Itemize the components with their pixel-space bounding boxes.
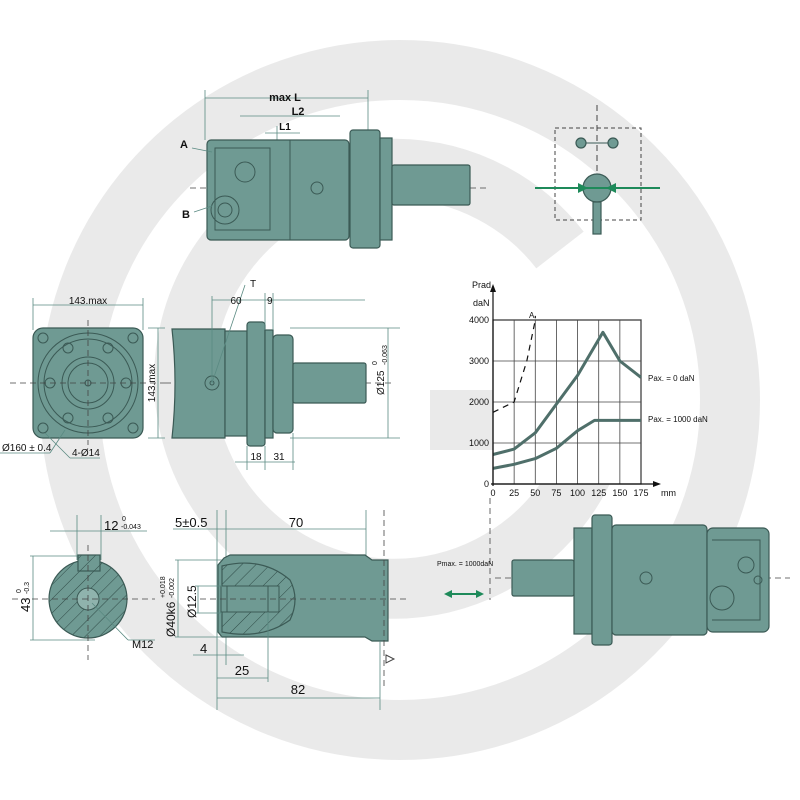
shaft-cross-section: 12 0 -0.043 43 0 -0.3 M12 (12, 515, 155, 660)
load-arrow-left-icon (444, 590, 452, 598)
y-tick-label: 1000 (469, 438, 489, 448)
dim-pilot-tol-upper: 0 (372, 361, 379, 365)
dim-bolt-circle: Ø160 ± 0.4 (2, 443, 52, 454)
dim-key-tol-upper: 0 (122, 516, 126, 523)
front-flange-view: 143.max 143.max Ø160 ± 0.4 4-Ø14 (0, 296, 165, 459)
bottom-motor-view: Pmax. = 1000daN (437, 498, 790, 646)
y-tick-label: 4000 (469, 315, 489, 325)
x-tick-label: 175 (633, 488, 648, 498)
y-axis-unit: daN (473, 298, 490, 308)
dim-shaft-dia: Ø40k6 (164, 601, 178, 637)
dim-holes: 4-Ø14 (72, 448, 100, 459)
radial-load-chart: Prad daN mm 0 25 50 75 100 125 150 175 0 1000 2000… (469, 280, 708, 498)
port-b-label: B (182, 209, 190, 221)
dim-bore: Ø12.5 (185, 585, 199, 618)
dim-height-tol-lower: -0.3 (24, 582, 31, 594)
dim-l2: L2 (292, 106, 305, 118)
y-tick-label: 3000 (469, 356, 489, 366)
dim-9: 9 (267, 296, 273, 307)
shaft-side-view: 5±0.5 70 Ø40k6 +0.018 -0.002 Ø12.5 4 25 … (160, 510, 410, 710)
legend-pax-1000: Pax. = 1000 daN (648, 415, 708, 424)
dim-82: 82 (291, 682, 305, 697)
side-view: T 60 9 18 31 Ø125 0 -0.063 (165, 279, 400, 470)
dim-height-tol-upper: 0 (16, 589, 23, 593)
load-label: Pmax. = 1000daN (437, 561, 493, 568)
y-axis-arrow-icon (490, 284, 496, 292)
dim-dia-tol-lower: -0.002 (169, 578, 176, 598)
x-tick-label: 25 (509, 488, 519, 498)
dim-front-height: 143.max (147, 364, 158, 402)
dim-length-70: 70 (289, 515, 303, 530)
dim-31: 31 (273, 452, 285, 463)
curve-a-label: A (529, 311, 535, 320)
y-tick-label: 2000 (469, 397, 489, 407)
dim-pilot: Ø125 (376, 370, 387, 395)
dim-key-tol-lower: -0.043 (121, 524, 141, 531)
load-arrow-right-icon (476, 590, 484, 598)
dim-front-width: 143.max (69, 296, 107, 307)
port-t-label: T (250, 279, 256, 290)
dim-18: 18 (250, 452, 262, 463)
x-tick-label: 75 (551, 488, 561, 498)
x-axis-unit: mm (661, 488, 676, 498)
dim-pilot-tol-lower: -0.063 (382, 345, 389, 365)
flow-arrow-icon (578, 183, 588, 193)
dim-25: 25 (235, 663, 249, 678)
dim-thread: M12 (132, 639, 153, 651)
dim-dia-tol-upper: +0.018 (160, 576, 167, 598)
hydraulic-symbol (535, 105, 660, 235)
dim-shaft-height: 43 (18, 598, 33, 612)
series-line-2 (492, 315, 536, 413)
top-motor-view: max L L2 L1 A B (180, 90, 490, 249)
y-axis-title: Prad (472, 280, 491, 290)
dim-60: 60 (230, 296, 242, 307)
dim-key-width: 12 (104, 518, 118, 533)
x-tick-label: 150 (612, 488, 627, 498)
x-axis-arrow-icon (653, 481, 661, 487)
dim-offset: 5±0.5 (175, 515, 207, 530)
series-line-0 (492, 330, 642, 456)
dim-max-l: max L (269, 92, 301, 104)
series-line-1 (492, 418, 641, 470)
x-tick-label: 50 (530, 488, 540, 498)
y-tick-label: 0 (484, 479, 489, 489)
dim-4: 4 (200, 641, 207, 656)
legend-pax-0: Pax. = 0 daN (648, 374, 695, 383)
port-a-label: A (180, 139, 188, 151)
dim-l1: L1 (279, 122, 291, 133)
x-tick-label: 125 (591, 488, 606, 498)
flow-arrow-icon (606, 183, 616, 193)
x-tick-label: 100 (570, 488, 585, 498)
x-tick-label: 0 (490, 488, 495, 498)
surface-mark-icon (385, 654, 396, 664)
